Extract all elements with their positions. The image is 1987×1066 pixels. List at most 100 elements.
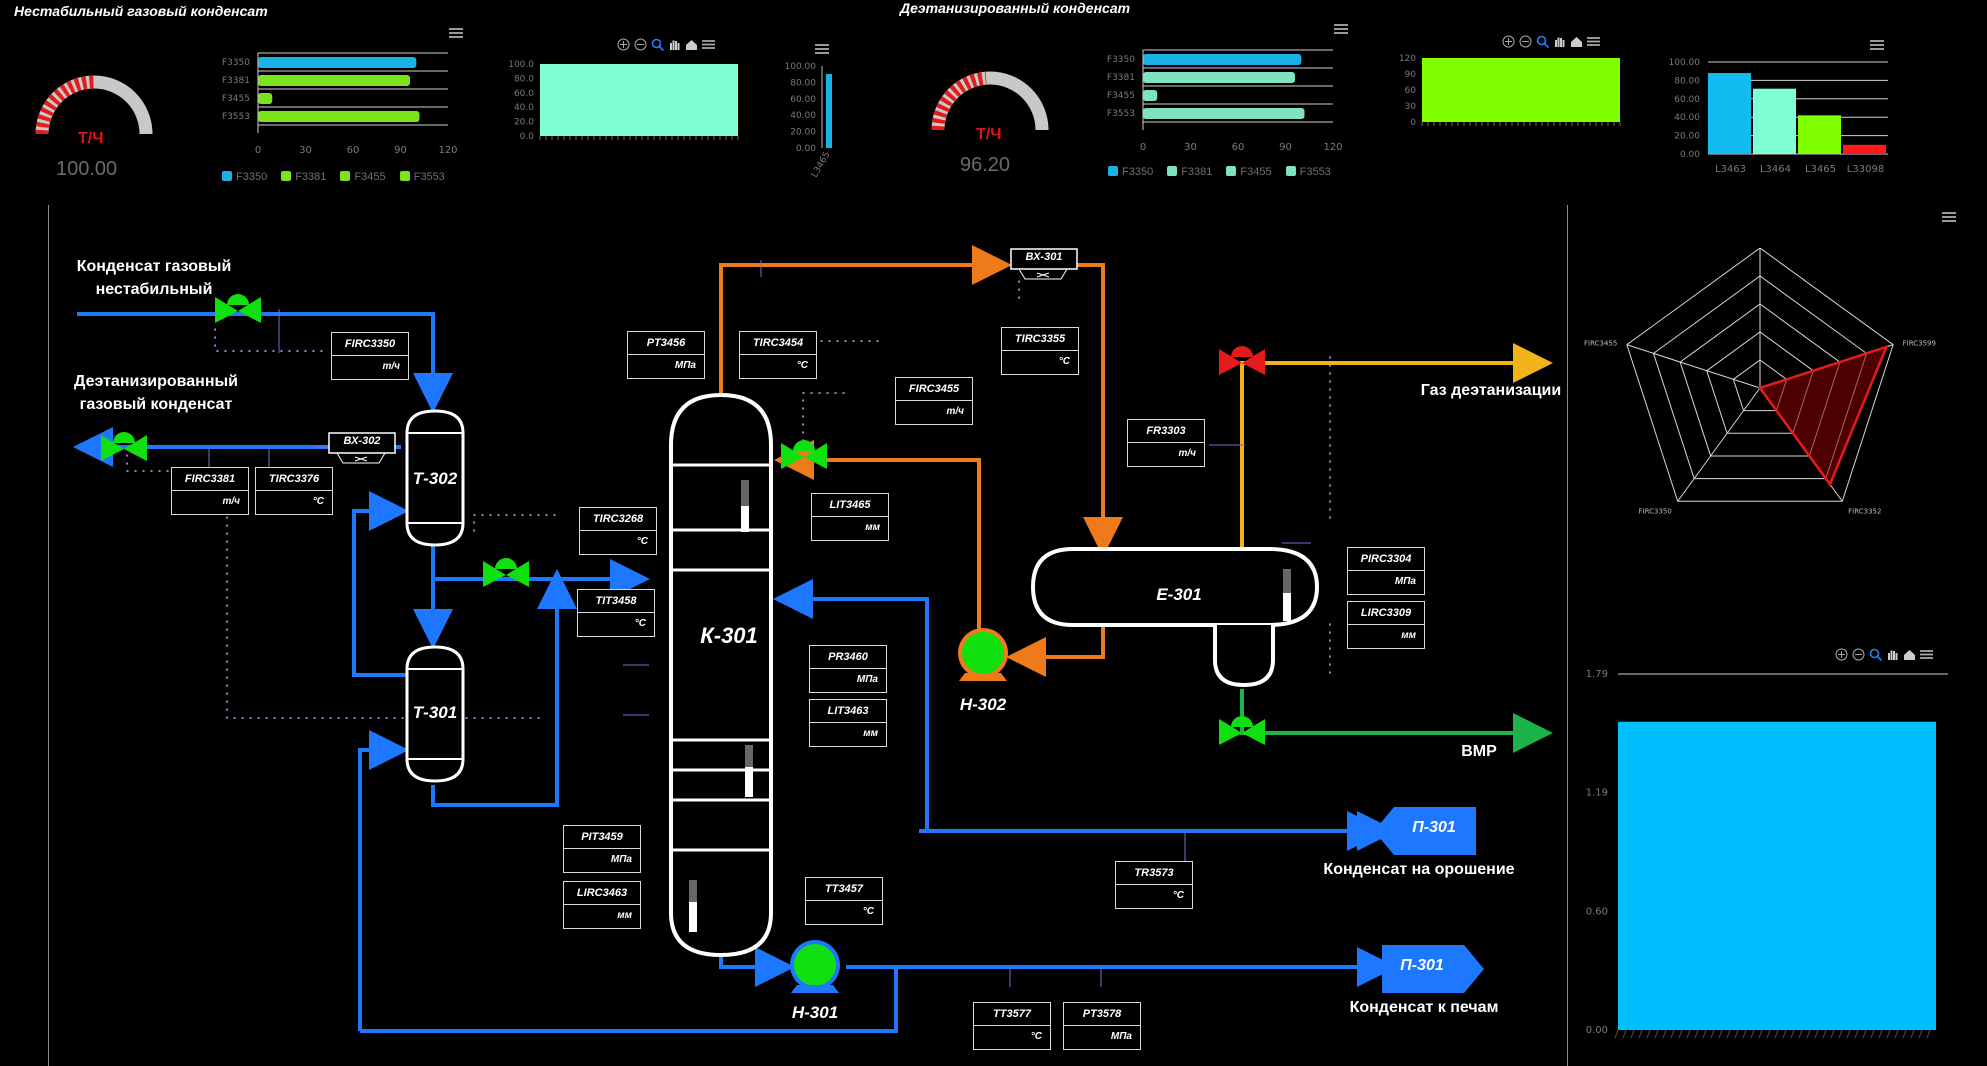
tag-tirc3268[interactable]: TIRC3268°C xyxy=(579,507,657,555)
tag-tr3573[interactable]: TR3573°C xyxy=(1115,861,1193,909)
pan-hand-icon[interactable] xyxy=(668,38,681,51)
tag-tirc3454[interactable]: TIRC3454°C xyxy=(739,331,817,379)
pan-hand-icon[interactable] xyxy=(1553,35,1566,48)
menu-icon[interactable] xyxy=(702,38,715,51)
x-tick xyxy=(1702,1029,1707,1039)
tag-tt3457[interactable]: TT3457°C xyxy=(805,877,883,925)
x-tick xyxy=(1926,1029,1931,1039)
x-tick xyxy=(1814,1029,1819,1039)
legend-item[interactable]: F3455 xyxy=(1226,166,1272,178)
tag-tirc3355[interactable]: TIRC3355°C xyxy=(1001,327,1079,375)
legend-item[interactable]: F3553 xyxy=(399,171,445,183)
y-tick-label: 80.00 xyxy=(1674,76,1700,86)
home-icon[interactable] xyxy=(1570,35,1583,48)
zoom-out-icon[interactable] xyxy=(634,38,647,51)
menu-icon[interactable] xyxy=(1942,212,1956,222)
menu-icon[interactable] xyxy=(449,28,463,38)
valve-bmp[interactable] xyxy=(1217,713,1267,753)
tag-tirc3376[interactable]: TIRC3376°C xyxy=(255,467,333,515)
y-tick-label: 40.0 xyxy=(514,103,534,113)
chart-toolbar[interactable] xyxy=(617,38,715,52)
y-tick-label: 80.0 xyxy=(514,74,534,84)
menu-icon[interactable] xyxy=(1870,40,1884,50)
magnifier-icon[interactable] xyxy=(1869,648,1883,662)
x-tick xyxy=(1726,1029,1731,1039)
zoom-in-icon[interactable] xyxy=(1835,648,1848,661)
chart-toolbar[interactable] xyxy=(1502,35,1600,49)
zoom-in-icon[interactable] xyxy=(1502,35,1515,48)
x-tick xyxy=(1694,1029,1699,1039)
label-t302: Т-302 xyxy=(412,469,458,488)
x-tick-label: 120 xyxy=(1323,142,1342,153)
stream-label-furnace: Конденсат к печам xyxy=(1349,999,1499,1016)
gauge-deethanized xyxy=(931,71,1049,131)
y-tick-label: 60.0 xyxy=(514,89,534,99)
legend-item[interactable]: F3350 xyxy=(222,171,267,183)
legend-item[interactable]: F3381 xyxy=(1167,166,1212,178)
y-tick-label: 1.19 xyxy=(1586,788,1608,799)
category-label: F3381 xyxy=(222,76,250,86)
home-icon[interactable] xyxy=(1903,648,1916,661)
valve-in-unstable[interactable] xyxy=(213,291,263,331)
tag-tit3458[interactable]: TIT3458°C xyxy=(577,589,655,637)
chart-toolbar[interactable] xyxy=(1835,648,1933,662)
radar-chart: FIRC3760FIRC3599FIRC3352FIRC3350FIRC3455 xyxy=(1584,248,1936,515)
magnifier-icon[interactable] xyxy=(651,38,665,52)
legend-item[interactable]: F3381 xyxy=(281,171,326,183)
valve-feed-k301[interactable] xyxy=(481,555,531,595)
legend-item[interactable]: F3350 xyxy=(1108,166,1153,178)
x-tick xyxy=(1870,1029,1875,1039)
pan-hand-icon[interactable] xyxy=(1886,648,1899,661)
label-h301: Н-301 xyxy=(791,1003,839,1022)
menu-icon[interactable] xyxy=(1334,24,1348,34)
gauge-unit: Т/Ч xyxy=(976,126,1002,143)
x-tick-label: 0 xyxy=(255,145,261,156)
y-tick-label: 20.00 xyxy=(790,128,816,138)
zoom-in-icon[interactable] xyxy=(617,38,630,51)
legend-swatch xyxy=(281,171,292,181)
zoom-out-icon[interactable] xyxy=(1519,35,1532,48)
bar xyxy=(1143,54,1302,65)
valve-reflux[interactable] xyxy=(779,437,829,477)
legend-label: F3553 xyxy=(413,171,445,183)
radar-axis-label: FIRC3455 xyxy=(1584,340,1617,348)
x-tick-label: 90 xyxy=(394,145,407,156)
x-tick xyxy=(1654,1029,1659,1039)
legend-item[interactable]: F3553 xyxy=(1285,166,1331,178)
valve-out-deethanized[interactable] xyxy=(99,429,149,469)
menu-icon[interactable] xyxy=(1587,35,1600,48)
y-tick-label: 0.00 xyxy=(1680,150,1700,160)
zoom-out-icon[interactable] xyxy=(1852,648,1865,661)
menu-icon[interactable] xyxy=(815,44,829,54)
pump-h302[interactable] xyxy=(953,625,1013,685)
x-tick xyxy=(1630,1029,1635,1039)
gauge-unstable xyxy=(35,75,153,135)
x-tick xyxy=(1886,1029,1891,1039)
home-icon[interactable] xyxy=(685,38,698,51)
valve-gas[interactable] xyxy=(1217,343,1267,383)
menu-icon[interactable] xyxy=(1920,648,1933,661)
magnifier-icon[interactable] xyxy=(1536,35,1550,49)
tag-tt3577[interactable]: TT3577°C xyxy=(973,1002,1051,1050)
legend-label: F3455 xyxy=(354,171,386,183)
destination-p301-furnace[interactable] xyxy=(1382,945,1486,993)
pump-h301[interactable] xyxy=(785,937,845,997)
bar xyxy=(258,111,420,122)
legend-item[interactable]: F3455 xyxy=(340,171,386,183)
destination-p301-reflux[interactable] xyxy=(1374,807,1478,855)
panel-title-deethanized: Деэтанизированный конденсат xyxy=(900,0,1131,16)
